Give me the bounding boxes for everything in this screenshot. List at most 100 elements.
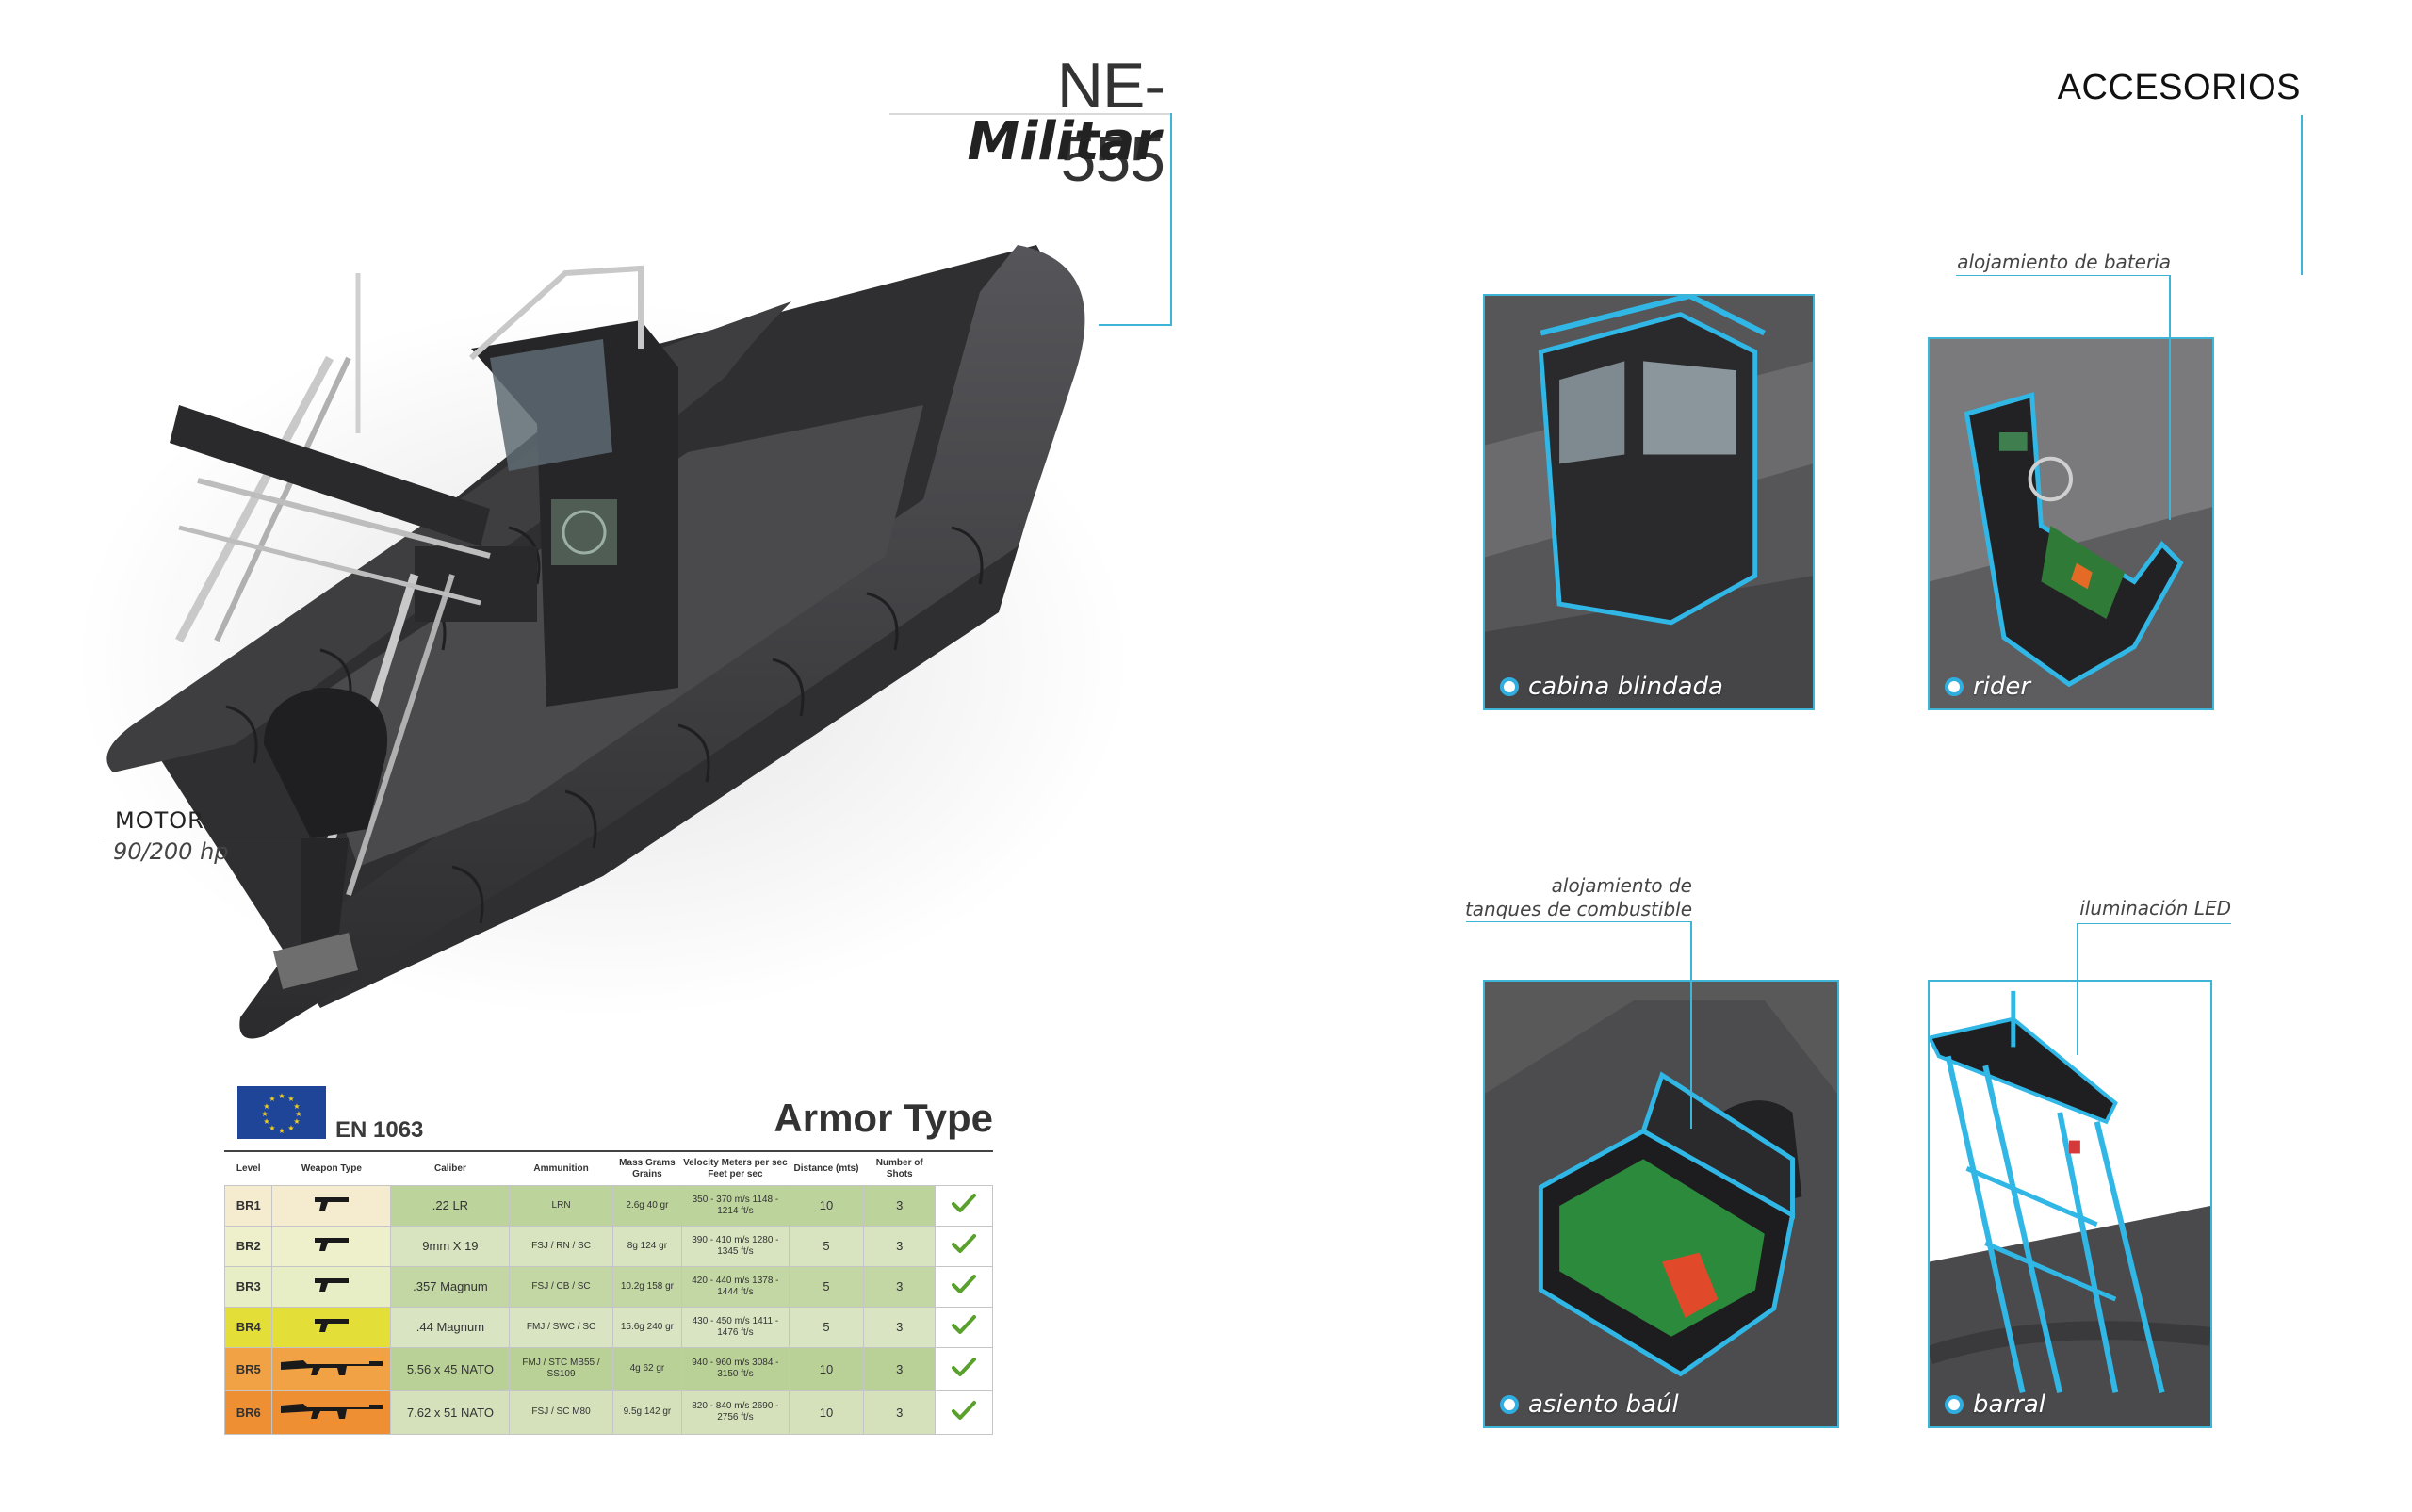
callout-led-line bbox=[2077, 923, 2078, 1055]
weapon-cell bbox=[271, 1225, 392, 1267]
header-velocity: Velocity Meters per sec Feet per sec bbox=[683, 1157, 788, 1179]
ammunition-cell: FMJ / STC MB55 / SS109 bbox=[509, 1346, 613, 1391]
caption-text: cabina blindada bbox=[1528, 673, 1723, 701]
check-cell bbox=[935, 1225, 993, 1267]
check-icon bbox=[952, 1275, 976, 1293]
ammunition-cell: FMJ / SWC / SC bbox=[509, 1306, 613, 1348]
caption-text: barral bbox=[1973, 1390, 2045, 1419]
callout-fuel-line1: alojamiento de bbox=[1551, 874, 1692, 897]
level-cell: BR5 bbox=[223, 1346, 273, 1391]
caliber-cell: 7.62 x 51 NATO bbox=[390, 1390, 511, 1435]
svg-text:★: ★ bbox=[263, 1117, 269, 1126]
svg-text:★: ★ bbox=[287, 1124, 294, 1132]
check-icon bbox=[952, 1234, 976, 1253]
bullet-icon bbox=[1945, 677, 1964, 696]
pistol-icon bbox=[314, 1319, 349, 1332]
check-cell bbox=[935, 1306, 993, 1348]
svg-text:★: ★ bbox=[293, 1102, 300, 1111]
callout-fuel-tanks: alojamiento de tanques de combustible bbox=[1413, 874, 1692, 921]
boat-illustration bbox=[75, 217, 1187, 1093]
callout-fuel-line2: tanques de combustible bbox=[1464, 898, 1692, 920]
check-cell bbox=[935, 1346, 993, 1391]
bullet-icon bbox=[1500, 677, 1519, 696]
svg-text:★: ★ bbox=[278, 1092, 285, 1100]
level-cell: BR2 bbox=[223, 1225, 273, 1267]
check-icon bbox=[952, 1315, 976, 1334]
weapon-cell bbox=[271, 1390, 392, 1435]
shots-cell: 3 bbox=[863, 1184, 937, 1227]
level-cell: BR6 bbox=[223, 1390, 273, 1435]
velocity-cell: 940 - 960 m/s 3084 - 3150 ft/s bbox=[681, 1346, 790, 1391]
distance-cell: 5 bbox=[788, 1225, 865, 1267]
bullet-icon bbox=[1500, 1395, 1519, 1414]
pistol-icon bbox=[314, 1278, 349, 1292]
callout-fuel-line-top bbox=[1466, 921, 1692, 922]
velocity-cell: 430 - 450 m/s 1411 - 1476 ft/s bbox=[681, 1306, 790, 1348]
shots-cell: 3 bbox=[863, 1346, 937, 1391]
rifle-icon bbox=[280, 1403, 383, 1419]
mass-cell: 9.5g 142 gr bbox=[611, 1390, 683, 1435]
svg-text:★: ★ bbox=[269, 1124, 275, 1132]
header-check bbox=[936, 1153, 993, 1185]
accessory-card-barral[interactable]: barral bbox=[1928, 980, 2212, 1428]
accessory-caption-cabina: cabina blindada bbox=[1500, 673, 1723, 701]
accessory-caption-asiento: asiento baúl bbox=[1500, 1390, 1679, 1419]
svg-text:★: ★ bbox=[293, 1117, 300, 1126]
header-ammunition: Ammunition bbox=[533, 1162, 589, 1174]
armor-title: Armor Type bbox=[774, 1096, 993, 1140]
header-level: Level bbox=[236, 1162, 261, 1174]
weapon-cell bbox=[271, 1346, 392, 1391]
distance-cell: 10 bbox=[788, 1390, 865, 1435]
check-icon bbox=[952, 1400, 976, 1420]
distance-cell: 5 bbox=[788, 1306, 865, 1348]
motor-label: MOTOR bbox=[115, 807, 204, 834]
level-cell: BR3 bbox=[223, 1265, 273, 1308]
svg-text:★: ★ bbox=[261, 1110, 268, 1118]
armor-table: Level Weapon Type Caliber Ammunition Mas… bbox=[223, 1153, 993, 1435]
accessory-caption-barral: barral bbox=[1945, 1390, 2045, 1419]
velocity-cell: 350 - 370 m/s 1148 - 1214 ft/s bbox=[681, 1184, 790, 1227]
caption-text: asiento baúl bbox=[1528, 1390, 1679, 1419]
armor-header-row: Level Weapon Type Caliber Ammunition Mas… bbox=[225, 1153, 993, 1185]
velocity-cell: 420 - 440 m/s 1378 - 1444 ft/s bbox=[681, 1265, 790, 1308]
armor-divider bbox=[224, 1150, 993, 1152]
pistol-icon bbox=[314, 1197, 349, 1211]
check-cell bbox=[935, 1390, 993, 1435]
callout-led-line-top bbox=[2077, 923, 2231, 924]
header-caliber: Caliber bbox=[433, 1162, 466, 1174]
caliber-cell: .22 LR bbox=[390, 1184, 511, 1227]
callout-led: iluminación LED bbox=[2079, 897, 2231, 919]
accessories-title: ACCESORIOS bbox=[2057, 68, 2301, 107]
mass-cell: 10.2g 158 gr bbox=[611, 1265, 683, 1308]
accessory-card-rider[interactable]: rider bbox=[1928, 337, 2214, 710]
mass-cell: 15.6g 240 gr bbox=[611, 1306, 683, 1348]
standard-label: EN 1063 bbox=[335, 1117, 424, 1143]
velocity-cell: 820 - 840 m/s 2690 - 2756 ft/s bbox=[681, 1390, 790, 1435]
accessory-card-cabina[interactable]: cabina blindada bbox=[1483, 294, 1815, 710]
caliber-cell: .44 Magnum bbox=[390, 1306, 511, 1348]
title-divider bbox=[889, 113, 1172, 115]
rifle-icon bbox=[280, 1359, 383, 1375]
motor-power: 90/200 hp bbox=[113, 838, 229, 865]
svg-text:★: ★ bbox=[287, 1095, 294, 1103]
pistol-icon bbox=[314, 1238, 349, 1251]
title-accent-line-horizontal bbox=[1099, 324, 1172, 326]
svg-text:★: ★ bbox=[295, 1110, 302, 1118]
ammunition-cell: FSJ / CB / SC bbox=[509, 1265, 613, 1308]
header-weapon: Weapon Type bbox=[301, 1162, 362, 1174]
ammunition-cell: FSJ / RN / SC bbox=[509, 1225, 613, 1267]
distance-cell: 10 bbox=[788, 1184, 865, 1227]
accessory-card-asiento[interactable]: asiento baúl bbox=[1483, 980, 1839, 1428]
svg-text:★: ★ bbox=[269, 1095, 275, 1103]
svg-text:★: ★ bbox=[263, 1102, 269, 1111]
velocity-cell: 390 - 410 m/s 1280 - 1345 ft/s bbox=[681, 1225, 790, 1267]
mass-cell: 2.6g 40 gr bbox=[611, 1184, 683, 1227]
check-cell bbox=[935, 1265, 993, 1308]
weapon-cell bbox=[271, 1265, 392, 1308]
weapon-cell bbox=[271, 1306, 392, 1348]
model-variant: Militar bbox=[967, 111, 1162, 172]
